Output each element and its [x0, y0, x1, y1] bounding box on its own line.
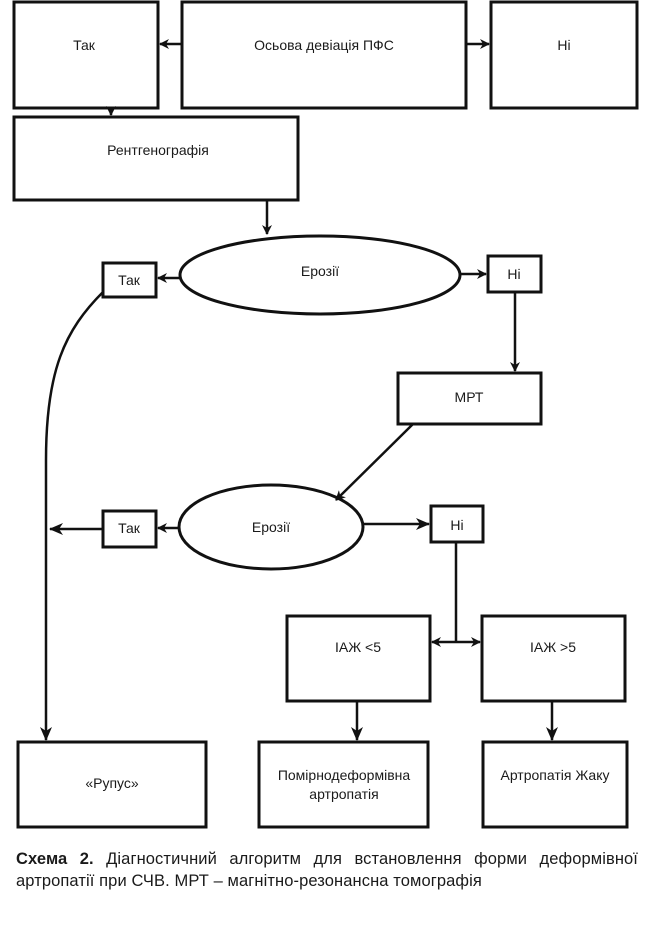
label-jaccoud: Артропатія Жаку — [500, 767, 609, 783]
label-iaj-gt5: ІАЖ >5 — [530, 639, 576, 655]
label-erosions-1: Ерозії — [301, 263, 339, 279]
caption-label: Схема 2. — [16, 850, 94, 868]
node-jaccoud-arthropathy — [481, 740, 629, 829]
label-radiography: Рентгенографія — [107, 142, 209, 158]
label-yes-1: Так — [118, 272, 141, 288]
label-yes-2: Так — [118, 520, 141, 536]
label-no-1: Ні — [507, 266, 520, 282]
edge-yes1-to-rupus — [40, 291, 104, 741]
node-iaj-gt5 — [480, 614, 627, 703]
node-axial-deviation — [180, 0, 468, 110]
node-iaj-lt5 — [285, 614, 432, 703]
label-yes-top: Так — [73, 37, 96, 53]
caption-text: Діагностичний алгоритм для встановлення … — [16, 850, 638, 890]
node-yes-1 — [101, 261, 158, 299]
node-radiography — [12, 115, 300, 202]
label-moderate-line2: артропатія — [309, 786, 378, 802]
node-moderate-arthropathy — [257, 740, 430, 829]
label-iaj-lt5: ІАЖ <5 — [335, 639, 381, 655]
label-mri: МРТ — [455, 389, 484, 405]
label-no-2: Ні — [450, 517, 463, 533]
edge-mri-to-erosions2 — [335, 423, 414, 501]
node-no-top — [489, 0, 639, 110]
label-erosions-2: Ерозії — [252, 519, 290, 535]
label-axial-deviation: Осьова девіація ПФС — [254, 37, 394, 53]
figure-caption: Схема 2. Діагностичний алгоритм для вста… — [16, 848, 638, 892]
label-rupus: «Рупус» — [85, 775, 139, 791]
node-mri — [396, 371, 543, 426]
flowchart-diagram: Так Осьова девіація ПФС Ні Рентгенографі… — [12, 0, 639, 829]
label-no-top: Ні — [557, 37, 570, 53]
label-moderate-line1: Помірнодеформівна — [278, 767, 411, 783]
node-rupus — [16, 740, 208, 829]
node-yes-top — [12, 0, 160, 110]
